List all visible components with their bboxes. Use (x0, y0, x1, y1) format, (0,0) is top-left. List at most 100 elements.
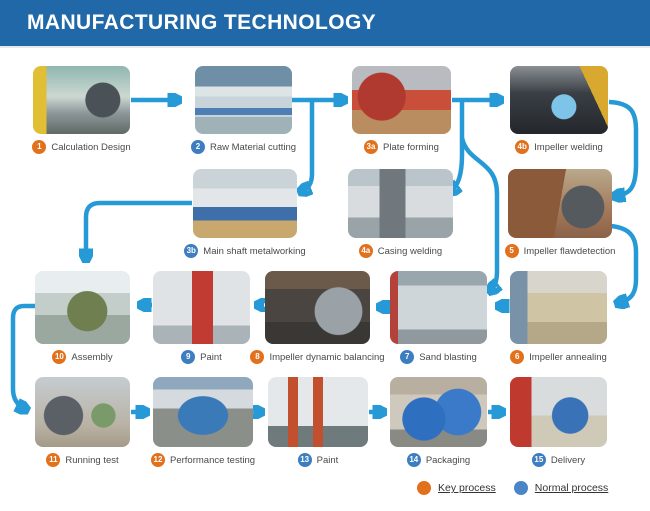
step-number-badge-8: 8 (250, 350, 265, 364)
arrow-4a-7 (459, 137, 497, 290)
step-card-3b: 3b Main shaft metalworking (184, 169, 306, 258)
photo-paint-booth-orange-frames (268, 377, 368, 447)
step-number-badge-2: 2 (190, 140, 205, 154)
step-label-text: Calculation Design (51, 141, 131, 153)
photo-balancing-machine-dark-shop (265, 271, 370, 344)
legend-item-normal-process: Normal process (513, 481, 609, 495)
step-label-text: Sand blasting (419, 351, 477, 363)
step-label: 15 Delivery (510, 453, 607, 467)
step-label: 3a Plate forming (352, 140, 451, 154)
step-label-text: Impeller flawdetection (523, 245, 616, 257)
step-label: 10 Assembly (35, 350, 130, 364)
step-label: 2 Raw Material cutting (190, 140, 296, 154)
step-number-badge-15: 15 (531, 453, 546, 467)
step-card-13: 13 Paint (268, 377, 368, 467)
step-label-text: Paint (316, 454, 339, 466)
step-label-text: Impeller annealing (529, 351, 607, 363)
photo-green-fan-assembly (35, 271, 130, 344)
step-number-badge-3a: 3a (364, 140, 378, 154)
step-card-15: 15 Delivery (510, 377, 607, 467)
step-label: 1 Calculation Design (32, 140, 131, 154)
photo-blue-pump-performance-test-bench (153, 377, 253, 447)
legend-key-label: Key process (438, 482, 496, 494)
photo-annealing-furnace-trolley (510, 271, 607, 344)
step-label: 4b Impeller welding (510, 140, 608, 154)
step-number-badge-1: 1 (32, 140, 47, 154)
legend: Key process Normal process (417, 481, 608, 495)
step-number-badge-10: 10 (52, 350, 67, 364)
arrow-4b-5 (608, 99, 639, 196)
step-card-5: 5 Impeller flawdetection (504, 169, 615, 258)
step-card-7: 7 Sand blasting (390, 271, 487, 364)
photo-large-casing-in-workshop (348, 169, 453, 238)
arrow-10-11 (10, 303, 35, 409)
step-card-3a: 3a Plate forming (352, 66, 451, 154)
photo-cutting-machine-factory-hall (195, 66, 292, 134)
step-number-badge-7: 7 (400, 350, 415, 364)
step-label-text: Running test (65, 454, 119, 466)
step-label: 4a Casing welding (348, 244, 453, 258)
step-number-badge-12: 12 (151, 453, 165, 467)
step-label: 7 Sand blasting (390, 350, 487, 364)
step-label-text: Paint (200, 351, 222, 363)
step-card-4b: 4b Impeller welding (510, 66, 608, 154)
photo-blue-tarp-wrapped-packages (390, 377, 487, 447)
step-card-2: 2 Raw Material cutting (190, 66, 296, 154)
step-number-badge-5: 5 (504, 244, 519, 258)
photo-red-truck-loaded-with-cargo (510, 377, 607, 447)
step-number-badge-6: 6 (510, 350, 525, 364)
photo-worker-inspecting-impeller-disc (508, 169, 612, 238)
step-label-text: Assembly (71, 351, 113, 363)
step-card-14: 14 Packaging (390, 377, 487, 467)
step-card-11: 11 Running test (35, 377, 130, 467)
step-label-text: Impeller dynamic balancing (269, 351, 385, 363)
step-label: 12 Performance testing (151, 453, 256, 467)
step-number-badge-13: 13 (297, 453, 312, 467)
step-number-badge-3b: 3b (184, 244, 199, 258)
step-number-badge-9: 9 (181, 350, 196, 364)
legend-item-key-process: Key process (417, 481, 496, 495)
arrow-3b-10 (86, 200, 192, 258)
legend-normal-label: Normal process (534, 482, 609, 494)
photo-sand-blasting-chamber (390, 271, 487, 344)
photo-paint-booth-red-door (153, 271, 250, 344)
step-number-badge-14: 14 (406, 453, 421, 467)
step-card-10: 10 Assembly (35, 271, 130, 364)
photo-robot-arm-welding-impeller (510, 66, 608, 134)
step-label-text: Casing welding (377, 245, 443, 257)
step-number-badge-4a: 4a (358, 244, 373, 258)
arrow-2-3b (302, 100, 315, 191)
step-label-text: Plate forming (383, 141, 439, 153)
step-label-text: Raw Material cutting (209, 141, 297, 153)
page-title: MANUFACTURING TECHNOLOGY (27, 11, 377, 34)
step-label: 9 Paint (153, 350, 250, 364)
photo-fan-running-test-rig (35, 377, 130, 447)
step-label: 13 Paint (268, 453, 368, 467)
step-card-9: 9 Paint (153, 271, 250, 364)
step-label-text: Packaging (425, 454, 471, 466)
step-label-text: Impeller welding (534, 141, 603, 153)
step-label: 14 Packaging (390, 453, 487, 467)
step-label-text: Performance testing (170, 454, 256, 466)
step-card-8: 8 Impeller dynamic balancing (250, 271, 385, 364)
normal-process-dot-icon (513, 481, 528, 495)
step-label-text: Main shaft metalworking (203, 245, 306, 257)
step-label: 8 Impeller dynamic balancing (250, 350, 385, 364)
step-label-text: Delivery (550, 454, 586, 466)
photo-red-plate-forming-machine (352, 66, 451, 134)
step-number-badge-11: 11 (46, 453, 61, 467)
step-card-4a: 4a Casing welding (348, 169, 453, 258)
step-card-1: 1 Calculation Design (32, 66, 131, 154)
step-label: 5 Impeller flawdetection (504, 244, 615, 258)
photo-lathe-machining-main-shaft (193, 169, 297, 238)
step-card-6: 6 Impeller annealing (510, 271, 607, 364)
step-number-badge-4b: 4b (515, 140, 530, 154)
key-process-dot-icon (417, 481, 431, 495)
step-card-12: 12 Performance testing (151, 377, 256, 467)
step-label: 6 Impeller annealing (510, 350, 607, 364)
step-label: 11 Running test (35, 453, 130, 467)
photo-engineer-at-computer-workstation (33, 66, 130, 134)
arrow-5-6 (610, 223, 639, 303)
page-header: MANUFACTURING TECHNOLOGY (0, 0, 650, 48)
